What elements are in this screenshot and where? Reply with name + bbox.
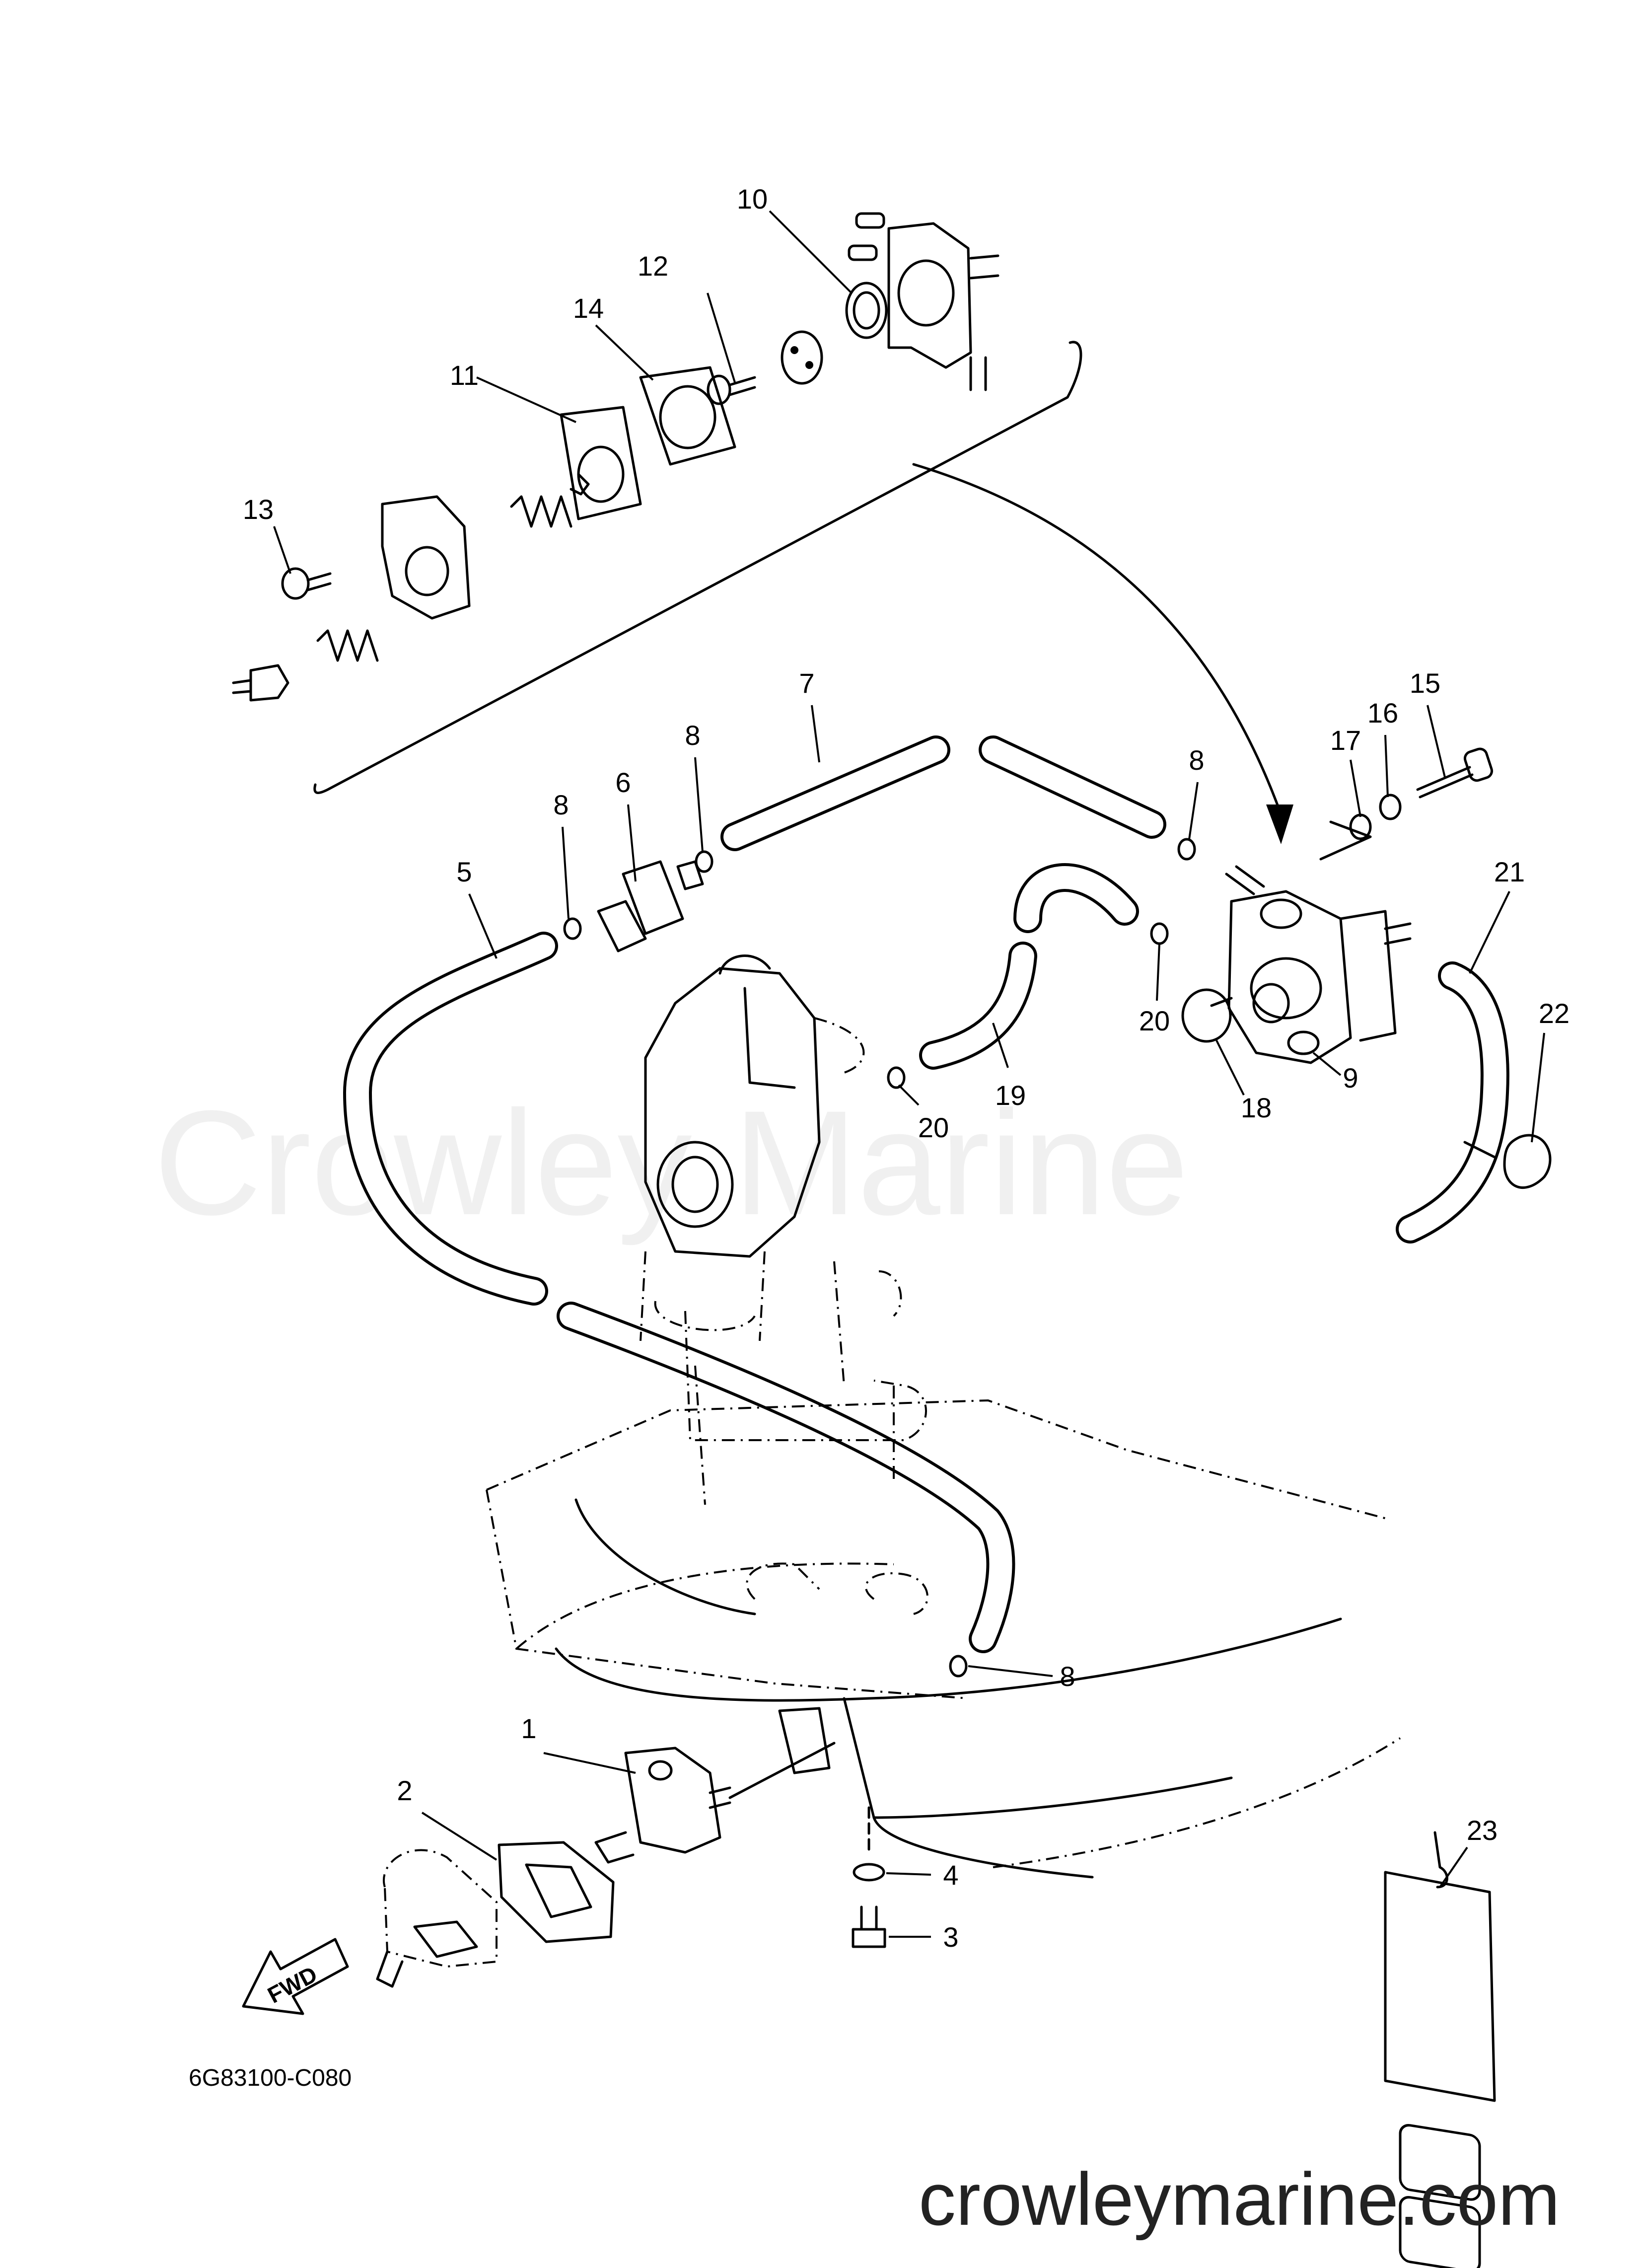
detail-bracket [313,341,1082,794]
bolt-15-part [1416,747,1494,799]
callout-8-a: 8 [553,789,569,820]
fwd-label: FWD [263,1961,321,2008]
pump-body-part [848,212,999,391]
callout-9: 9 [1343,1062,1358,1094]
callout-18: 18 [1241,1092,1272,1123]
callout-10: 10 [737,183,768,215]
callout-17: 17 [1330,725,1361,756]
fuel-pump-assembly-part [1210,820,1412,1064]
callout-6: 6 [615,767,631,798]
clip-20-b [887,1066,906,1089]
callout-16: 16 [1367,697,1398,729]
gasket-14-part [639,366,736,466]
callout-8-c: 8 [1189,744,1204,776]
callout-5: 5 [456,856,472,887]
washer-4-part [853,1863,885,1882]
callout-7: 7 [799,667,814,699]
clip-8-a [563,917,582,940]
grommet-part [498,1841,615,1943]
leader-lines [273,210,1545,1938]
spring-lower-part [316,629,379,662]
hoses [343,735,1509,1653]
callout-3: 3 [943,1921,958,1953]
check-valve-part [232,664,289,702]
screw-3-part [852,1905,886,1948]
screw-13-part [281,567,332,600]
callout-1: 1 [521,1713,536,1744]
callout-8-d: 8 [1060,1661,1075,1692]
callout-2: 2 [397,1775,412,1806]
forward-arrow-icon: FWD [242,1938,349,2015]
o-ring-18-part [1181,988,1232,1043]
clip-8-c [1177,838,1196,861]
diaphragm-ring-part [845,282,888,339]
callout-23: 23 [1467,1815,1498,1846]
callout-19: 19 [995,1080,1026,1111]
carburetor-outline [644,954,865,1258]
spring-upper-part [510,495,572,528]
callout-15: 15 [1410,667,1440,699]
callout-13-14: 14 [573,293,604,324]
callout-8-b: 8 [685,720,700,751]
pump-cover-part [381,495,471,620]
bottom-cowl-reference [486,1251,1401,1879]
screw-12-part [707,374,756,405]
fuel-pump-exploded-detail [232,212,1293,844]
detail-arrow-head [1266,805,1293,844]
callout-11: 11 [450,360,479,391]
clip-8-d [949,1655,968,1678]
site-url: crowleymarine.com [919,2157,1560,2241]
callout-21: 21 [1494,856,1525,887]
detail-arrow-line [912,463,1283,816]
drawing-code: 6G83100-C080 [189,2065,352,2091]
clamp-22-part [1463,1134,1552,1189]
fuel-filter-part [597,860,704,952]
fuel-joint-part [376,1849,498,1988]
callout-13: 13 [243,494,274,525]
callout-20-a: 20 [1139,1005,1170,1036]
valve-disc-part [781,330,823,385]
callout-12: 12 [638,250,668,282]
diaphragm-11-part [560,406,642,520]
fuel-connector-part [594,1742,836,1864]
callout-4: 4 [943,1859,958,1891]
hose-clips [563,794,1402,1678]
watermark-text: Crowley Marine [154,1079,1189,1247]
callout-22: 22 [1539,998,1570,1029]
clip-20-a [1150,922,1169,945]
clip-8-b [695,850,714,873]
callout-labels: 1 2 3 4 5 6 7 8 8 8 8 9 10 11 12 14 13 1… [243,183,1570,1953]
callout-20-b: 20 [918,1112,949,1143]
washer-16 [1379,794,1402,820]
